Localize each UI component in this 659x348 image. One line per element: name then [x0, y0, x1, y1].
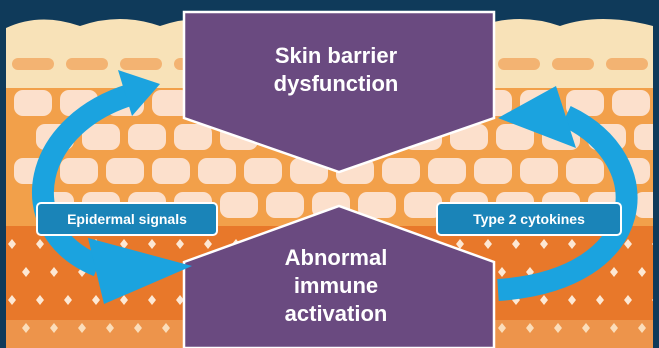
skin-barrier-label: Skin barrier dysfunction: [176, 42, 496, 98]
stratum-dash: [498, 58, 540, 70]
immune-activation-line-1: Abnormal: [176, 244, 496, 272]
epidermal-cell: [106, 158, 144, 184]
epidermal-cell: [174, 124, 212, 150]
epidermal-cell: [520, 158, 558, 184]
epidermal-cell: [14, 90, 52, 116]
immune-activation-line-2: immune: [176, 272, 496, 300]
epidermal-cell: [634, 124, 659, 150]
epidermal-cell: [612, 90, 650, 116]
type2-cytokines-label: Type 2 cytokines: [436, 202, 622, 236]
immune-activation-line-3: activation: [176, 300, 496, 328]
epidermal-cell: [382, 158, 420, 184]
epidermal-cell: [198, 158, 236, 184]
epidermal-cell: [474, 158, 512, 184]
epidermal-cell: [244, 158, 282, 184]
epidermal-cell: [428, 158, 466, 184]
stratum-dash: [120, 58, 162, 70]
stratum-dash: [66, 58, 108, 70]
immune-activation-label: Abnormal immune activation: [176, 244, 496, 328]
epidermal-cell: [152, 158, 190, 184]
epidermal-cell: [634, 192, 659, 218]
stratum-dash: [12, 58, 54, 70]
stratum-dash: [606, 58, 648, 70]
dermis-dot: [652, 295, 659, 305]
epidermal-cell: [60, 158, 98, 184]
epidermal-cell: [266, 192, 304, 218]
skin-barrier-line-1: Skin barrier: [176, 42, 496, 70]
dermis-dot: [652, 239, 659, 249]
stratum-dash: [552, 58, 594, 70]
skin-barrier-line-2: dysfunction: [176, 70, 496, 98]
epidermal-cell: [128, 124, 166, 150]
epidermal-cell: [220, 192, 258, 218]
epidermal-cell: [566, 158, 604, 184]
epidermal-signals-label: Epidermal signals: [36, 202, 218, 236]
